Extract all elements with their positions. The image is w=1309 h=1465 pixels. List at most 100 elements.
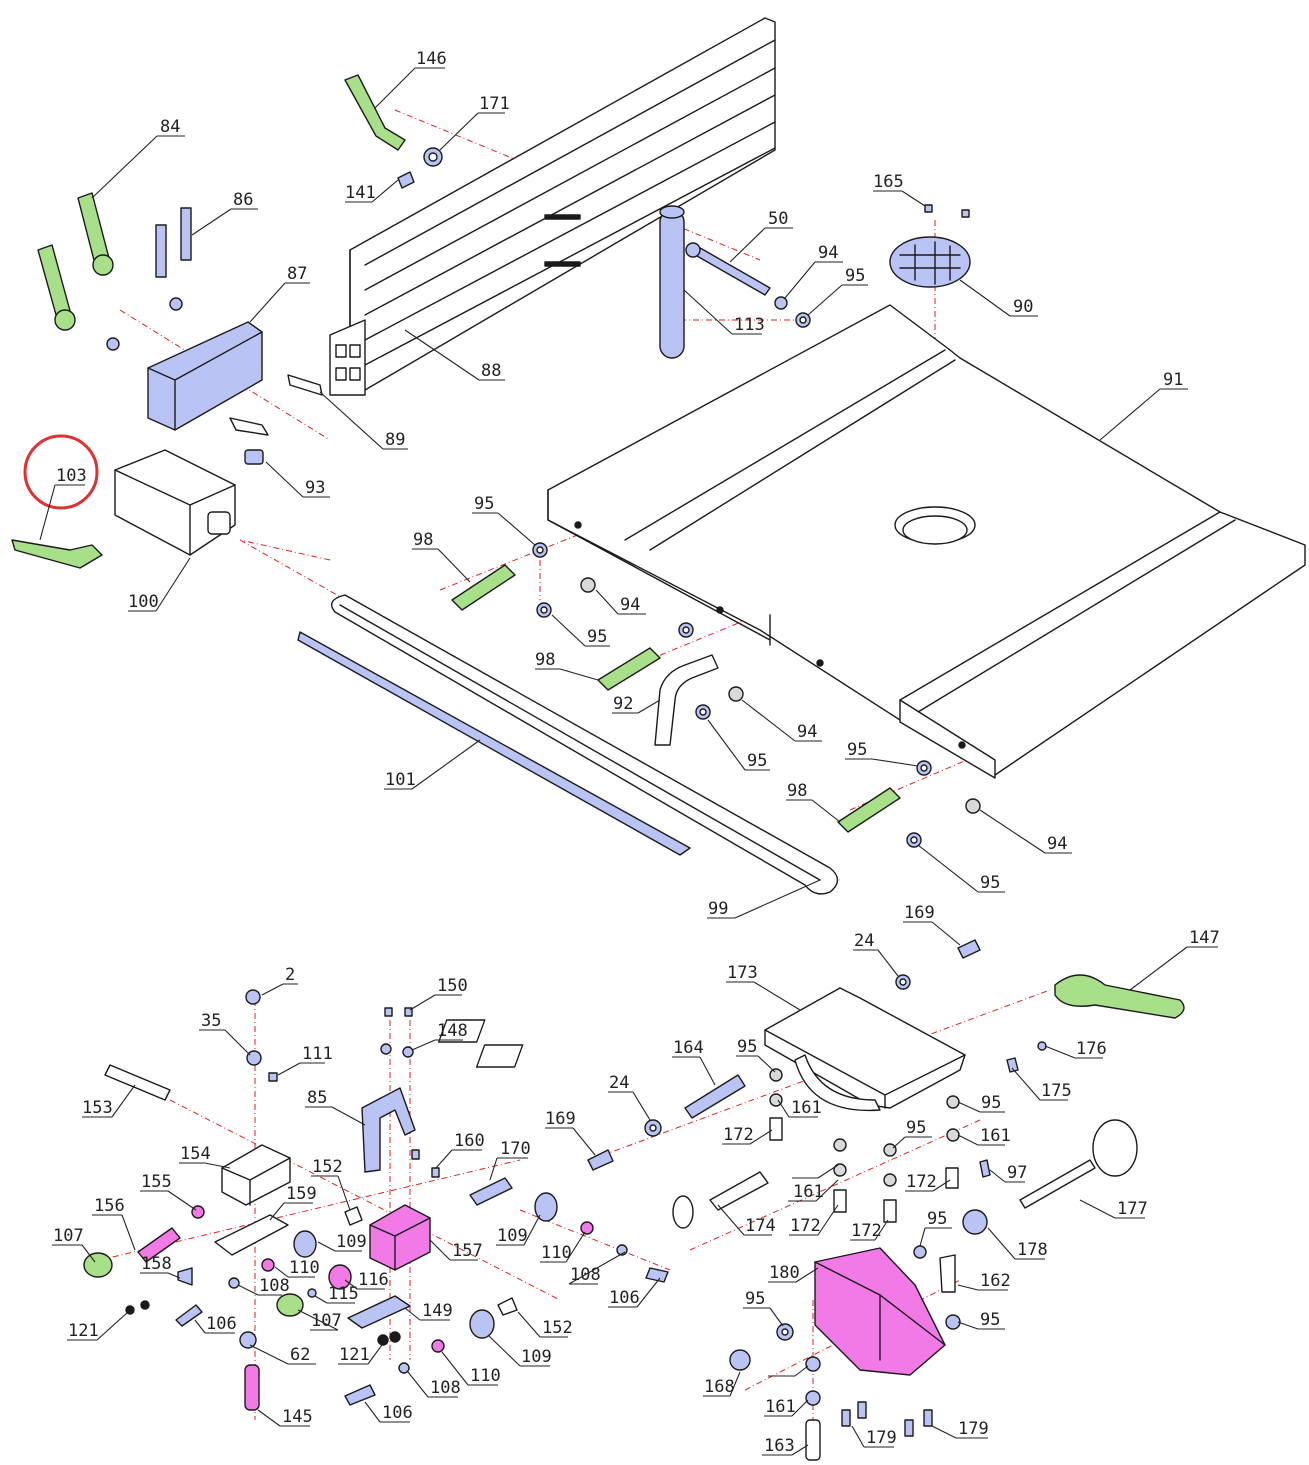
callout-label: 111 xyxy=(302,1044,333,1064)
callout-label: 169 xyxy=(904,903,935,923)
callout-label: 168 xyxy=(704,1377,735,1397)
callout-label: 97 xyxy=(1007,1163,1027,1183)
callout-label: 149 xyxy=(422,1301,453,1321)
callout-label: 109 xyxy=(497,1226,528,1246)
callout-label: 109 xyxy=(336,1232,367,1252)
callout-label: 89 xyxy=(385,430,405,450)
callout-label: 107 xyxy=(53,1226,84,1246)
callout-label: 107 xyxy=(311,1311,342,1331)
callout-label: 108 xyxy=(570,1265,601,1285)
callout-label: 94 xyxy=(1047,834,1067,854)
table-top xyxy=(547,304,1306,779)
callout-label: 115 xyxy=(328,1284,359,1304)
callout-label: 150 xyxy=(437,976,468,996)
callout-label: 98 xyxy=(413,530,433,550)
callout-label: 87 xyxy=(287,264,307,284)
handle-92 xyxy=(654,654,719,746)
callout-label: 94 xyxy=(818,243,838,263)
callout-label: 24 xyxy=(609,1073,629,1093)
lower-left-assembly xyxy=(83,989,363,1411)
bolts-98 xyxy=(451,564,901,833)
callout-label: 158 xyxy=(141,1254,172,1274)
callout-label: 172 xyxy=(790,1216,821,1236)
callout-label: 106 xyxy=(609,1288,640,1308)
callout-label: 157 xyxy=(452,1241,483,1261)
callout-label: 176 xyxy=(1076,1039,1107,1059)
pivot-pin xyxy=(659,205,771,359)
callout-label: 108 xyxy=(259,1276,290,1296)
callout-label: 90 xyxy=(1013,297,1033,317)
callout-label: 154 xyxy=(180,1144,211,1164)
callout-label: 86 xyxy=(233,190,253,210)
callout-label: 110 xyxy=(289,1258,320,1278)
callout-label: 88 xyxy=(481,361,501,381)
callout-label: 174 xyxy=(745,1216,776,1236)
callout-label: 175 xyxy=(1041,1081,1072,1101)
callout-label: 84 xyxy=(160,117,180,137)
callout-label: 172 xyxy=(851,1221,882,1241)
callout-label: 113 xyxy=(734,315,765,335)
callout-label: 146 xyxy=(416,49,447,69)
callout-label: 91 xyxy=(1163,370,1183,390)
callout-label: 121 xyxy=(68,1321,99,1341)
callout-label: 170 xyxy=(500,1139,531,1159)
callout-label: 116 xyxy=(358,1270,389,1290)
callout-label: 153 xyxy=(82,1098,113,1118)
callout-label: 106 xyxy=(382,1403,413,1423)
callout-label: 50 xyxy=(768,209,788,229)
callout-label: 163 xyxy=(764,1436,795,1456)
callout-label: 161 xyxy=(765,1397,796,1417)
callout-label: 85 xyxy=(307,1088,327,1108)
callout-label: 94 xyxy=(797,722,817,742)
callout-label: 62 xyxy=(290,1345,310,1365)
callout-labels: 146 171 84 141 86 50 165 94 87 95 90 113… xyxy=(53,49,1220,1456)
callout-label: 93 xyxy=(305,478,325,498)
callout-label: 147 xyxy=(1189,928,1220,948)
callout-label: 161 xyxy=(980,1126,1011,1146)
callout-leaders xyxy=(39,67,1218,1456)
callout-label: 121 xyxy=(339,1345,370,1365)
callout-label: 98 xyxy=(535,650,555,670)
callout-label: 95 xyxy=(847,740,867,760)
callout-label: 159 xyxy=(286,1184,317,1204)
callout-label: 95 xyxy=(981,1093,1001,1113)
callout-label: 92 xyxy=(613,694,633,714)
callout-label: 99 xyxy=(708,899,728,919)
callout-label: 179 xyxy=(866,1428,897,1448)
callout-label: 101 xyxy=(385,770,416,790)
callout-label: 152 xyxy=(312,1157,343,1177)
callout-label: 152 xyxy=(542,1318,573,1338)
callout-label: 94 xyxy=(620,595,640,615)
bracket-assembly xyxy=(344,1007,669,1406)
callout-label: 95 xyxy=(980,873,1000,893)
trunnion-assembly xyxy=(437,939,1185,1461)
callout-label-103: 103 xyxy=(56,466,87,486)
callout-label: 161 xyxy=(791,1098,822,1118)
callout-label: 165 xyxy=(873,172,904,192)
callout-label: 98 xyxy=(787,781,807,801)
callout-label: 35 xyxy=(201,1011,221,1031)
scale-strip xyxy=(297,631,691,856)
callout-label: 95 xyxy=(587,627,607,647)
callout-label: 110 xyxy=(470,1366,501,1386)
callout-label: 177 xyxy=(1117,1199,1148,1219)
levers-green xyxy=(11,74,406,569)
callout-label: 155 xyxy=(141,1172,172,1192)
callout-label: 95 xyxy=(745,1289,765,1309)
front-rail xyxy=(331,594,839,895)
callout-label: 171 xyxy=(479,94,510,114)
callout-label: 95 xyxy=(845,266,865,286)
callout-label: 95 xyxy=(927,1209,947,1229)
callout-label: 156 xyxy=(94,1196,125,1216)
callout-label: 145 xyxy=(282,1407,313,1427)
callout-label: 173 xyxy=(727,963,758,983)
callout-label: 148 xyxy=(437,1021,468,1041)
fence-rail xyxy=(329,17,776,396)
highlight-circle xyxy=(23,434,99,510)
callout-label: 2 xyxy=(285,965,295,985)
callout-label: 161 xyxy=(793,1182,824,1202)
callout-label: 95 xyxy=(980,1310,1000,1330)
callout-label: 141 xyxy=(345,183,376,203)
callout-label: 95 xyxy=(747,751,767,771)
